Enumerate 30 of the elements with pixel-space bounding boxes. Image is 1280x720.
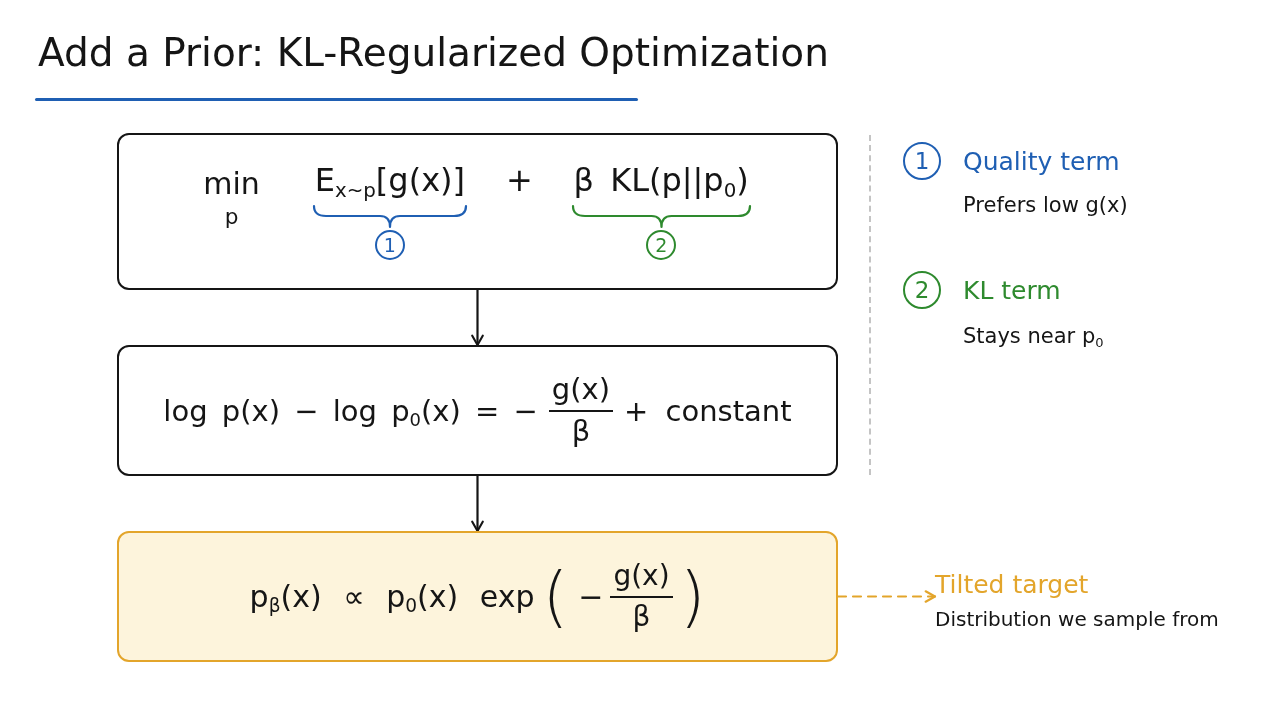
term-heading: Quality term <box>963 146 1120 176</box>
formula-box <box>117 345 838 476</box>
arrow <box>471 288 484 347</box>
callout-number: 2 <box>646 230 677 261</box>
annotation-heading: Tilted target <box>935 570 1090 599</box>
formula-text: E$_{x~p}$[g(x)] <box>314 162 466 199</box>
term-description: Stays near p$_{0}$ <box>963 324 1104 348</box>
numerator: g(x) <box>613 560 670 593</box>
formula-box <box>117 133 838 290</box>
callout-number: 1 <box>903 142 941 180</box>
annotation-text: Distribution we sample from <box>935 607 1219 631</box>
formula-text: β KL(p||p$_{0}$) <box>573 162 749 199</box>
formula-text: + constant <box>624 393 792 428</box>
formula-text: p$_{β}$(x) ∝ p$_{0}$(x) exp <box>249 579 535 614</box>
dashed-arrow <box>836 590 937 603</box>
math-operator: − <box>578 579 604 614</box>
callout-number: 1 <box>374 230 405 261</box>
term-heading: KL term <box>963 275 1061 305</box>
denominator: β <box>632 600 651 633</box>
denominator: β <box>571 414 591 448</box>
parenthesis: ( <box>542 563 569 630</box>
arrow <box>471 474 484 533</box>
callout-number: 2 <box>903 271 941 309</box>
title: Add a Prior: KL-Regularized Optimization <box>38 30 829 75</box>
formula-text: log p(x) − log p$_{0}$(x) = − <box>163 393 538 428</box>
parenthesis: ) <box>679 563 706 630</box>
numerator: g(x) <box>551 373 611 407</box>
highlighted-formula-box <box>117 531 838 662</box>
term-description: Prefers low g(x) <box>963 193 1128 217</box>
math-operator: + <box>505 162 533 199</box>
